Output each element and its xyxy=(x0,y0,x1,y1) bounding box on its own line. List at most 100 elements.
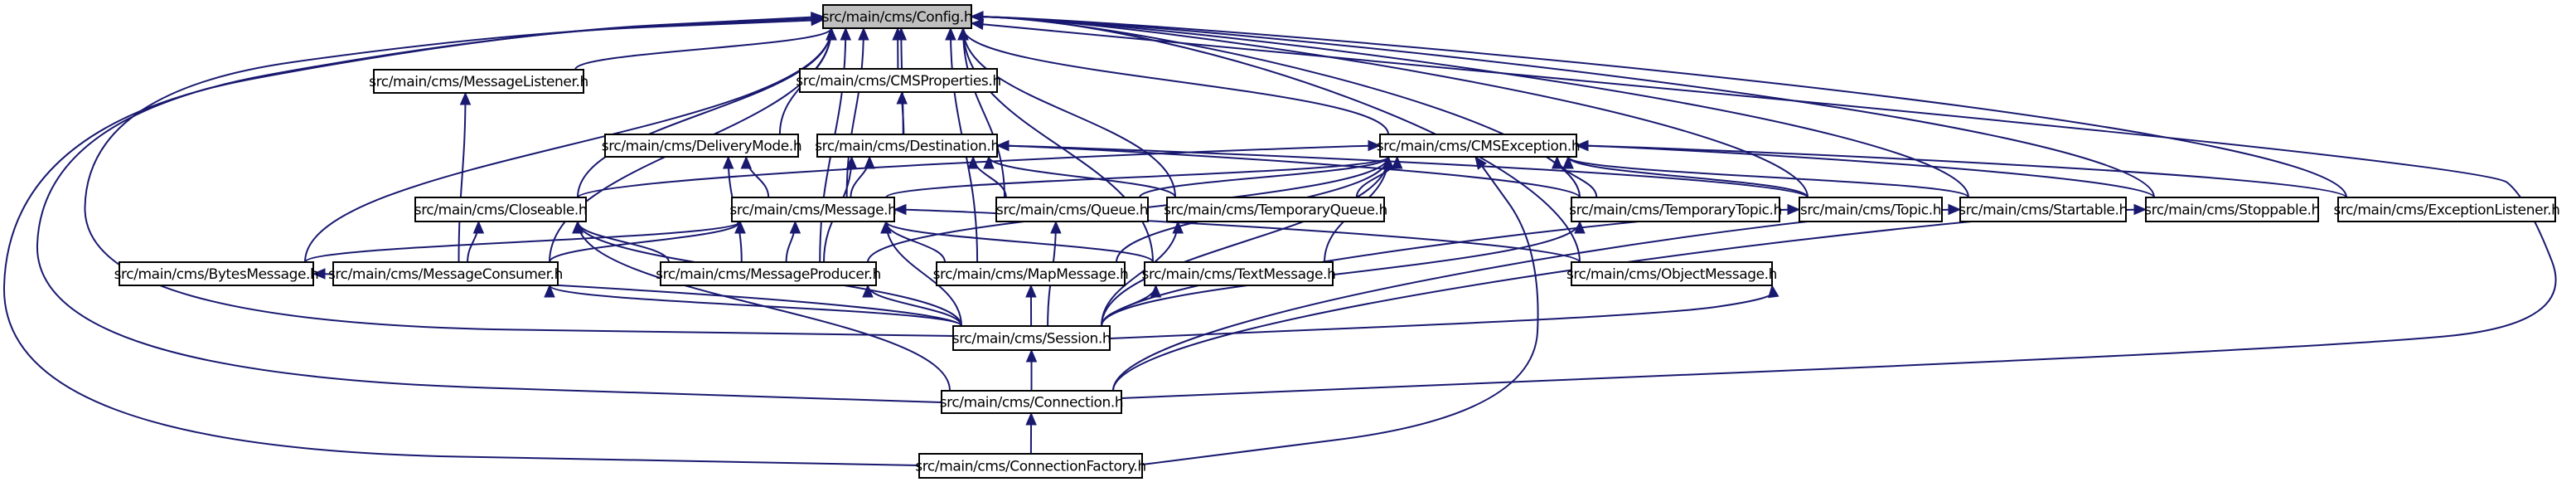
node-label: src/main/cms/BytesMessage.h xyxy=(114,266,319,283)
arrowhead-icon xyxy=(1025,411,1037,426)
edge-session-to-objectmessage xyxy=(1109,285,1774,339)
arrowhead-icon xyxy=(983,155,995,169)
node-box xyxy=(332,261,559,286)
edge-messagelistener-to-config xyxy=(574,27,832,71)
edge-messageproducer-to-closeable xyxy=(577,221,670,263)
node-box xyxy=(731,197,895,222)
arrowhead-icon xyxy=(858,27,869,41)
node-label: src/main/cms/Startable.h xyxy=(1959,202,2128,219)
node-messageconsumer[interactable]: src/main/cms/MessageConsumer.h xyxy=(328,261,563,286)
edge-bytesmessage-to-message xyxy=(304,221,741,263)
node-connectionfactory[interactable]: src/main/cms/ConnectionFactory.h xyxy=(915,453,1146,479)
arrowhead-icon xyxy=(1474,155,1487,170)
node-topic[interactable]: src/main/cms/Topic.h xyxy=(1799,197,1943,222)
node-bytesmessage[interactable]: src/main/cms/BytesMessage.h xyxy=(114,261,319,286)
node-label: src/main/cms/DeliveryMode.h xyxy=(602,139,802,155)
arrowhead-icon xyxy=(840,27,852,41)
node-box xyxy=(1379,134,1577,158)
arrowhead-icon xyxy=(1050,220,1062,234)
node-box xyxy=(918,453,1143,479)
node-messagelistener[interactable]: src/main/cms/MessageListener.h xyxy=(369,69,588,94)
node-label: src/main/cms/MapMessage.h xyxy=(933,266,1129,283)
node-exceptionlistener[interactable]: src/main/cms/ExceptionListener.h xyxy=(2333,197,2560,222)
arrowhead-icon xyxy=(893,203,907,216)
node-box xyxy=(822,4,972,29)
node-session[interactable]: src/main/cms/Session.h xyxy=(952,325,1111,351)
node-label: src/main/cms/Config.h xyxy=(822,9,973,26)
node-cmsexception[interactable]: src/main/cms/CMSException.h xyxy=(1377,134,1581,158)
arrowhead-icon xyxy=(722,155,734,169)
node-box xyxy=(995,197,1149,222)
node-label: src/main/cms/ExceptionListener.h xyxy=(2333,202,2559,219)
arrowhead-icon xyxy=(1368,139,1382,152)
node-connection[interactable]: src/main/cms/Connection.h xyxy=(940,390,1124,414)
arrowhead-icon xyxy=(957,27,969,41)
edge-session-to-messageconsumer xyxy=(549,285,962,327)
node-label: src/main/cms/CMSProperties.h xyxy=(796,73,1000,90)
arrowhead-icon xyxy=(1787,203,1801,216)
edge-startable-to-cmsexception xyxy=(1567,156,1969,198)
edge-temporaryqueue-to-destination xyxy=(988,156,1176,198)
edge-startable-to-config xyxy=(971,16,1969,198)
node-label: src/main/cms/CMSException.h xyxy=(1377,139,1581,155)
node-box xyxy=(799,68,998,93)
node-queue[interactable]: src/main/cms/Queue.h xyxy=(995,197,1149,222)
edge-exceptionlistener-to-cmsexception xyxy=(1576,144,2347,198)
arrowhead-icon xyxy=(544,284,555,298)
edge-closeable-to-cmsexception xyxy=(577,144,1381,198)
node-label: src/main/cms/MessageListener.h xyxy=(369,74,588,90)
arrowhead-icon xyxy=(1025,348,1038,363)
node-messageproducer[interactable]: src/main/cms/MessageProducer.h xyxy=(656,261,881,286)
node-box xyxy=(952,325,1111,351)
edge-stoppable-to-config xyxy=(971,16,2155,198)
arrowhead-icon xyxy=(1551,155,1563,169)
node-deliverymode[interactable]: src/main/cms/DeliveryMode.h xyxy=(602,134,802,158)
node-label: src/main/cms/Message.h xyxy=(729,202,896,219)
node-destination[interactable]: src/main/cms/Destination.h xyxy=(815,134,1000,158)
edge-message-to-config xyxy=(845,27,864,198)
arrowhead-icon xyxy=(862,284,874,298)
node-box xyxy=(941,390,1122,414)
edge-message-to-cmsexception xyxy=(885,156,1389,198)
node-message[interactable]: src/main/cms/Message.h xyxy=(729,197,897,222)
node-label: src/main/cms/Closeable.h xyxy=(414,202,588,219)
node-box xyxy=(660,261,877,286)
node-label: src/main/cms/Stoppable.h xyxy=(2144,202,2320,219)
node-temporarytopic[interactable]: src/main/cms/TemporaryTopic.h xyxy=(1569,197,1782,222)
node-mapmessage[interactable]: src/main/cms/MapMessage.h xyxy=(933,261,1129,286)
arrowhead-icon xyxy=(572,220,583,234)
node-textmessage[interactable]: src/main/cms/TextMessage.h xyxy=(1142,261,1336,286)
node-label: src/main/cms/MessageConsumer.h xyxy=(328,266,563,283)
edge-exceptionlistener-to-config xyxy=(971,16,2347,198)
node-box xyxy=(119,261,314,286)
edge-cmsexception-to-config xyxy=(962,27,1389,135)
node-cmsproperties[interactable]: src/main/cms/CMSProperties.h xyxy=(796,68,1001,93)
arrowhead-icon xyxy=(1768,284,1779,299)
node-temporaryqueue[interactable]: src/main/cms/TemporaryQueue.h xyxy=(1164,197,1387,222)
arrowhead-icon xyxy=(459,91,472,105)
node-box xyxy=(1799,197,1943,222)
node-stoppable[interactable]: src/main/cms/Stoppable.h xyxy=(2144,197,2320,222)
arrowhead-icon xyxy=(811,11,825,23)
arrowhead-icon xyxy=(2133,203,2147,216)
edge-objectmessage-to-config xyxy=(971,16,1581,263)
edge-connectionfactory-to-cmsexception xyxy=(1141,156,1539,465)
edge-topic-to-cmsexception xyxy=(1567,156,1809,198)
node-label: src/main/cms/MessageProducer.h xyxy=(656,266,881,283)
node-box xyxy=(1571,197,1780,222)
arrowhead-icon xyxy=(734,220,746,234)
node-closeable[interactable]: src/main/cms/Closeable.h xyxy=(414,197,588,222)
node-startable[interactable]: src/main/cms/Startable.h xyxy=(1959,197,2128,222)
arrowhead-icon xyxy=(740,155,753,169)
node-box xyxy=(2145,197,2319,222)
arrowhead-icon xyxy=(970,18,985,31)
node-box xyxy=(1166,197,1385,222)
node-config[interactable]: src/main/cms/Config.h xyxy=(822,4,973,29)
node-label: src/main/cms/Connection.h xyxy=(940,395,1124,411)
arrowhead-icon xyxy=(472,220,485,234)
node-label: src/main/cms/TemporaryTopic.h xyxy=(1569,202,1782,219)
arrowhead-icon xyxy=(1150,284,1162,298)
arrowhead-icon xyxy=(1575,139,1589,152)
node-objectmessage[interactable]: src/main/cms/ObjectMessage.h xyxy=(1566,261,1777,286)
edge-topic-to-config xyxy=(971,16,1809,198)
